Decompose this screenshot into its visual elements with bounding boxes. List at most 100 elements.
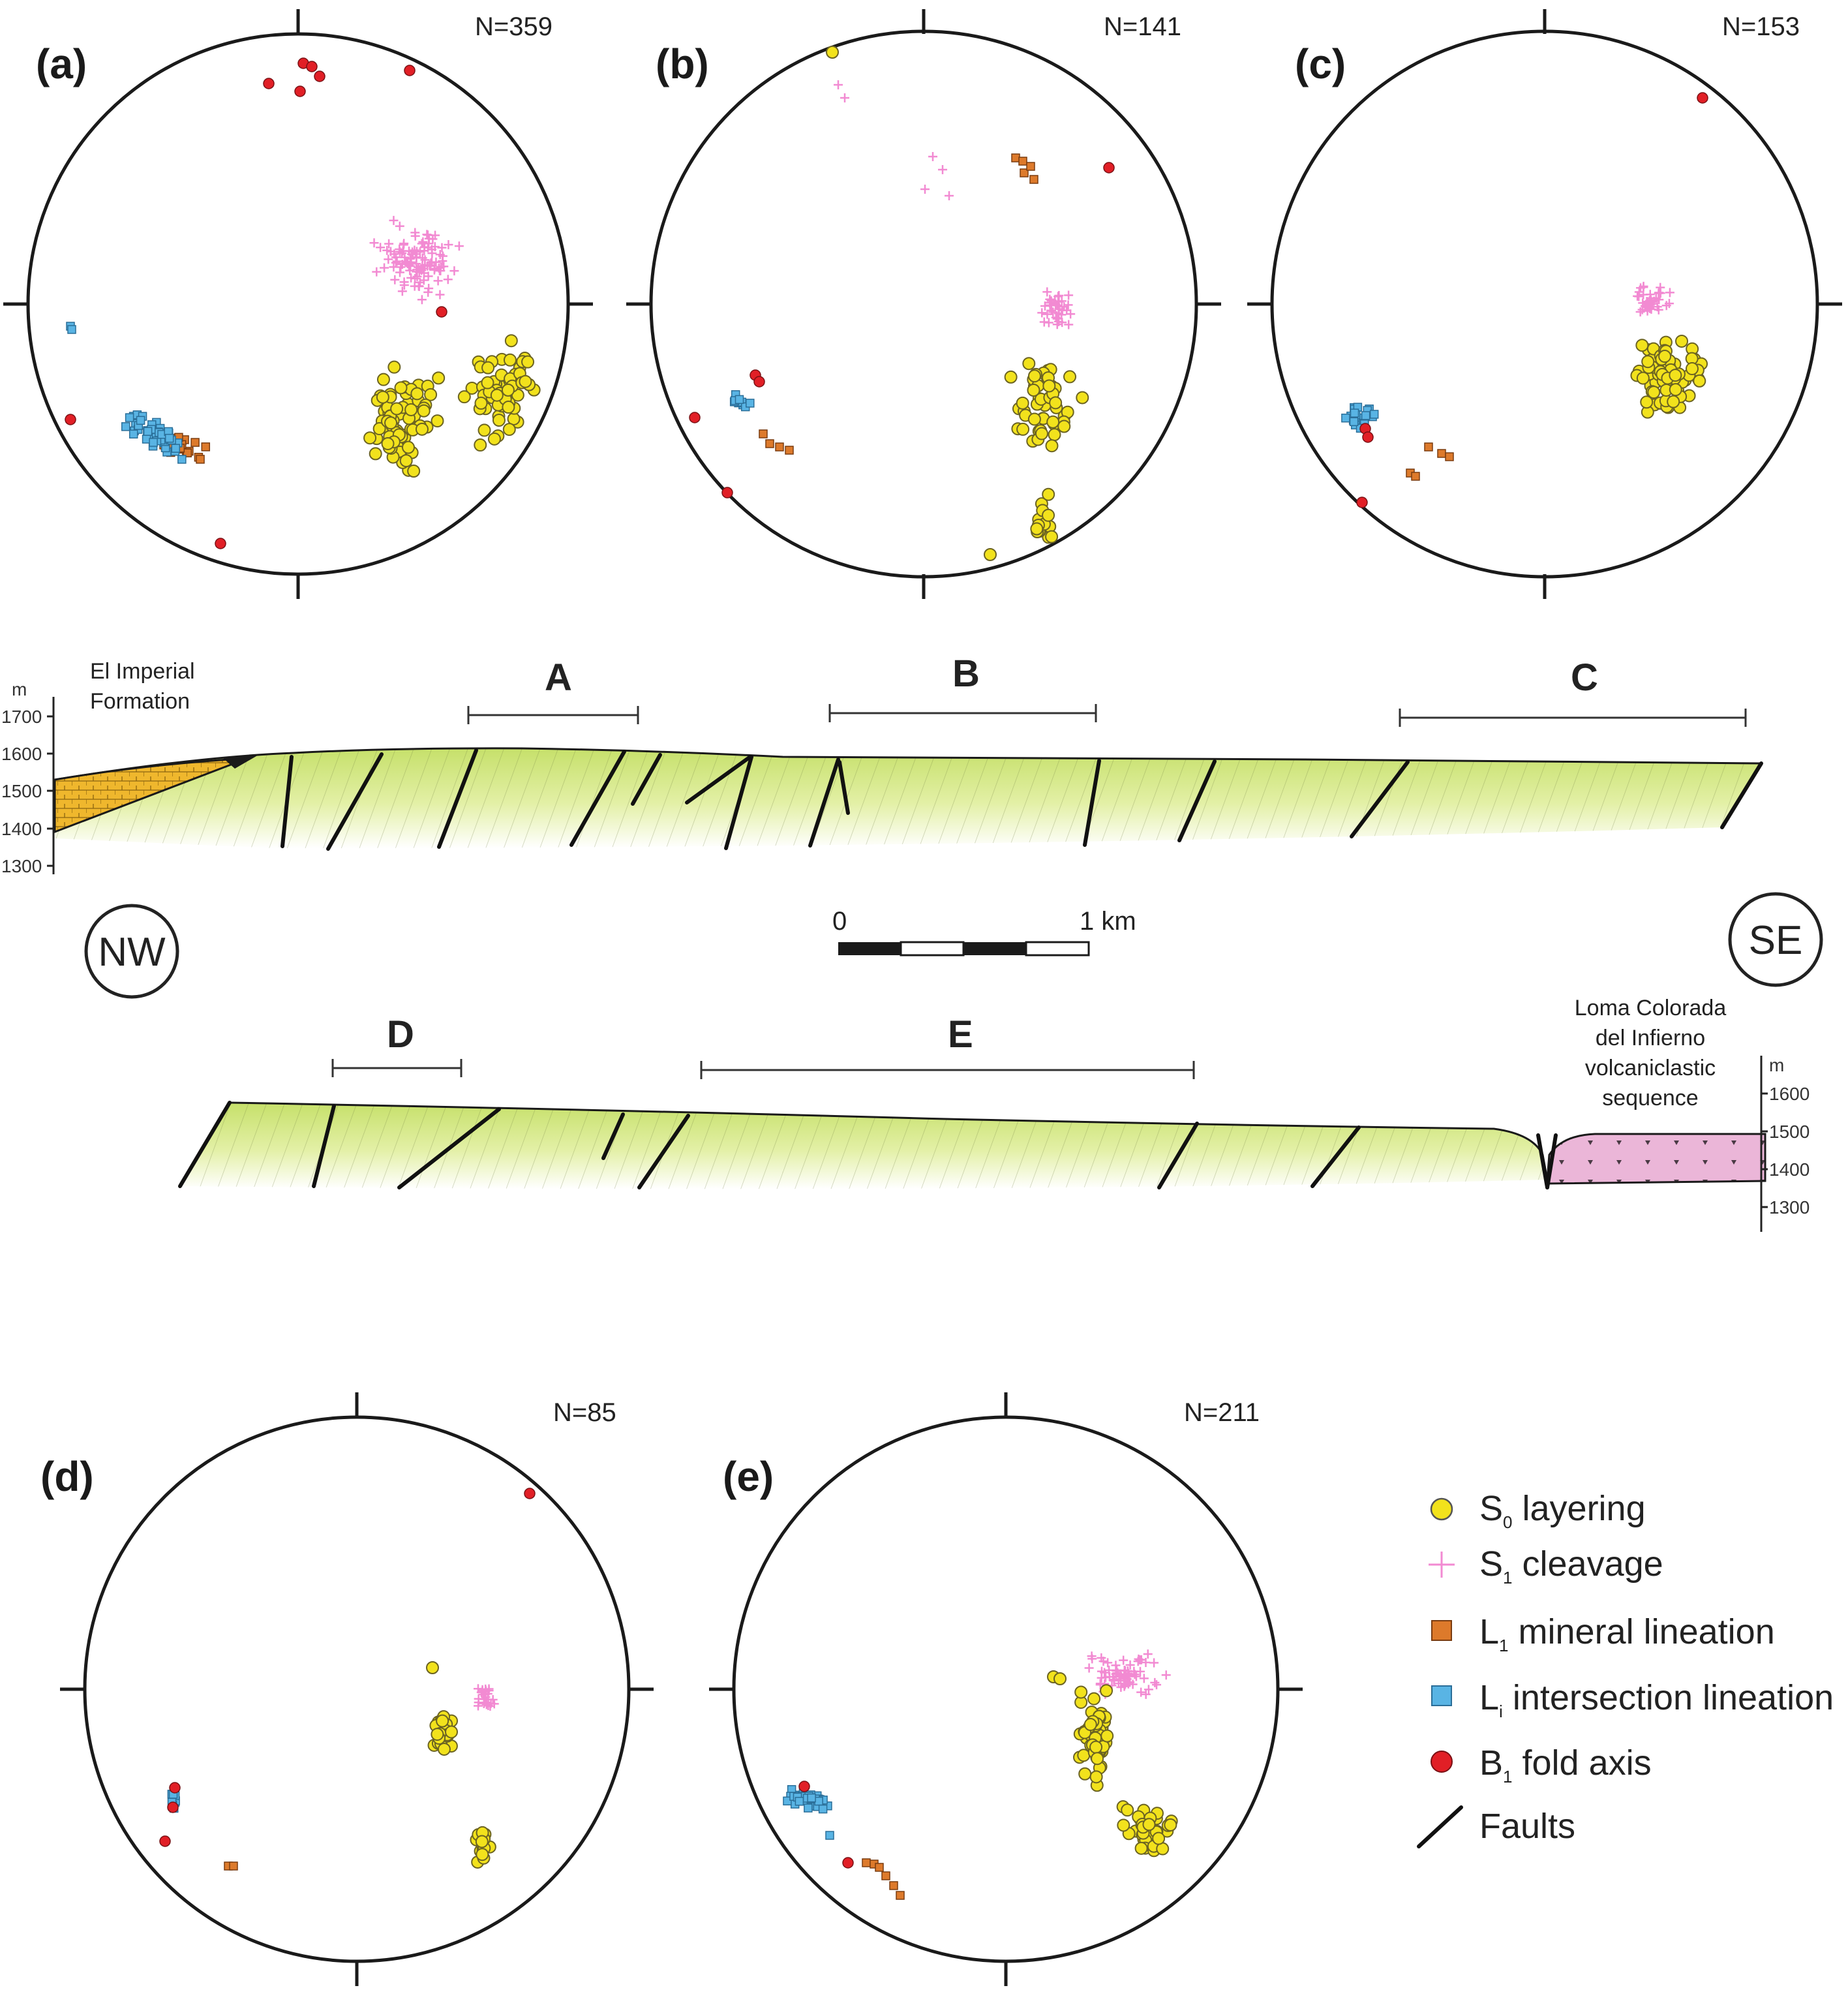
s0-point	[1100, 1729, 1114, 1743]
s0-point	[1635, 339, 1649, 352]
s1-point	[1097, 1666, 1106, 1676]
s0-point	[410, 387, 424, 401]
s1-point	[427, 249, 437, 258]
s1-point	[380, 263, 389, 273]
s0-point	[481, 376, 494, 390]
s0-point	[369, 447, 382, 461]
segment-e-marker: E	[700, 1013, 1195, 1079]
legend-l1-swatch	[1431, 1620, 1452, 1641]
l1-point	[201, 442, 211, 452]
s0-point	[417, 404, 431, 418]
l1-point	[759, 429, 768, 438]
legend: S0 layering S1 cleavage L1 mineral linea…	[1417, 1489, 1834, 1848]
loma-colorada-label: Loma Colorada	[1575, 996, 1727, 1020]
s1-point	[405, 266, 415, 275]
direction-se-circle	[1728, 892, 1823, 987]
l1-point	[1437, 449, 1446, 458]
s1-point	[486, 1698, 496, 1708]
s1-point	[1133, 1657, 1143, 1666]
stereonet-b-count: N=141	[1104, 12, 1181, 41]
elevation-tick-lower: 1300	[1769, 1197, 1810, 1217]
stereonet-d-label: (d)	[40, 1453, 94, 1500]
s0-point	[490, 388, 504, 402]
li-point	[804, 1803, 813, 1813]
li-point	[149, 438, 158, 447]
elevation-unit-lower: m	[1769, 1055, 1784, 1075]
segment-a-marker: A	[467, 656, 639, 724]
s1-point	[376, 243, 386, 253]
s0-point	[1117, 1818, 1130, 1832]
li-point	[125, 413, 134, 422]
s1-point	[1136, 1687, 1146, 1697]
stereonet-b-ticks	[626, 9, 1221, 599]
elevation-tick-lower: 1600	[1769, 1084, 1810, 1104]
elevation-tick-lower: 1500	[1769, 1122, 1810, 1142]
s0-point	[1048, 428, 1061, 442]
el-imperial-label: El Imperial	[90, 659, 195, 684]
s0-point	[390, 402, 404, 416]
li-point	[807, 1793, 816, 1803]
s1-point	[410, 273, 420, 283]
s0-point	[431, 1728, 444, 1741]
s1-point	[415, 247, 425, 257]
s1-point	[1119, 1676, 1129, 1686]
elevation-tick-upper: 1300	[1, 856, 42, 876]
s1-point	[920, 185, 930, 194]
l1-point	[1411, 472, 1420, 481]
stereonet-c: (c) N=153	[1247, 9, 1842, 599]
s0-point	[1030, 522, 1044, 536]
s1-point	[1119, 1655, 1128, 1665]
s1-point	[424, 283, 434, 293]
s0-point	[1142, 1818, 1156, 1831]
s0-point	[1134, 1841, 1148, 1855]
l1-point	[196, 455, 205, 464]
s0-point	[826, 46, 839, 59]
b1-point	[314, 70, 326, 82]
elevation-axis-upper: m 1700 1600 1500 1400 1300	[1, 679, 55, 876]
s0-point	[401, 440, 415, 454]
s0-point	[1045, 439, 1059, 453]
s0-point	[1083, 1718, 1097, 1732]
s1-point	[1131, 1672, 1141, 1681]
s0-point	[424, 388, 438, 401]
legend-faults-text: Faults	[1479, 1807, 1575, 1846]
b1-point	[263, 78, 275, 89]
s1-point	[437, 243, 447, 253]
legend-s0-text: S0 layering	[1479, 1489, 1646, 1532]
s0-point	[1669, 383, 1682, 397]
l1-point	[889, 1881, 898, 1890]
s1-point	[1103, 1658, 1113, 1668]
s0-point	[1667, 395, 1680, 408]
b1-point	[1103, 162, 1115, 174]
s0-point	[1053, 1672, 1067, 1685]
s1-point	[396, 262, 406, 272]
s1-point	[834, 80, 843, 89]
stereonet-c-label: (c)	[1295, 40, 1346, 87]
legend-s0-swatch	[1430, 1497, 1453, 1521]
li-point	[783, 1796, 792, 1806]
s1-point	[1040, 301, 1050, 311]
cross-section-upper: m 1700 1600 1500 1400 1300	[1, 652, 1763, 876]
s0-point	[1100, 1684, 1113, 1698]
s0-point	[1076, 391, 1089, 405]
li-point	[129, 429, 138, 439]
s1-point	[433, 276, 443, 286]
direction-nw-label: NW	[98, 930, 166, 975]
stereonet-a-label: (a)	[36, 40, 87, 87]
s0-point	[502, 423, 516, 436]
s1-point	[438, 256, 447, 266]
s1-point	[474, 1694, 483, 1704]
li-point	[177, 455, 187, 464]
s1-point	[1649, 296, 1659, 306]
s1-point	[477, 1687, 487, 1696]
s0-point	[445, 1725, 459, 1739]
s1-point	[391, 258, 401, 268]
s1-point	[1048, 307, 1058, 317]
s0-point	[1016, 396, 1029, 410]
s0-point	[1636, 371, 1650, 385]
li-point	[1341, 413, 1350, 423]
s0-point	[1027, 412, 1041, 426]
li-point	[1369, 410, 1379, 419]
l1-point	[775, 442, 784, 452]
l1-point	[183, 448, 192, 457]
